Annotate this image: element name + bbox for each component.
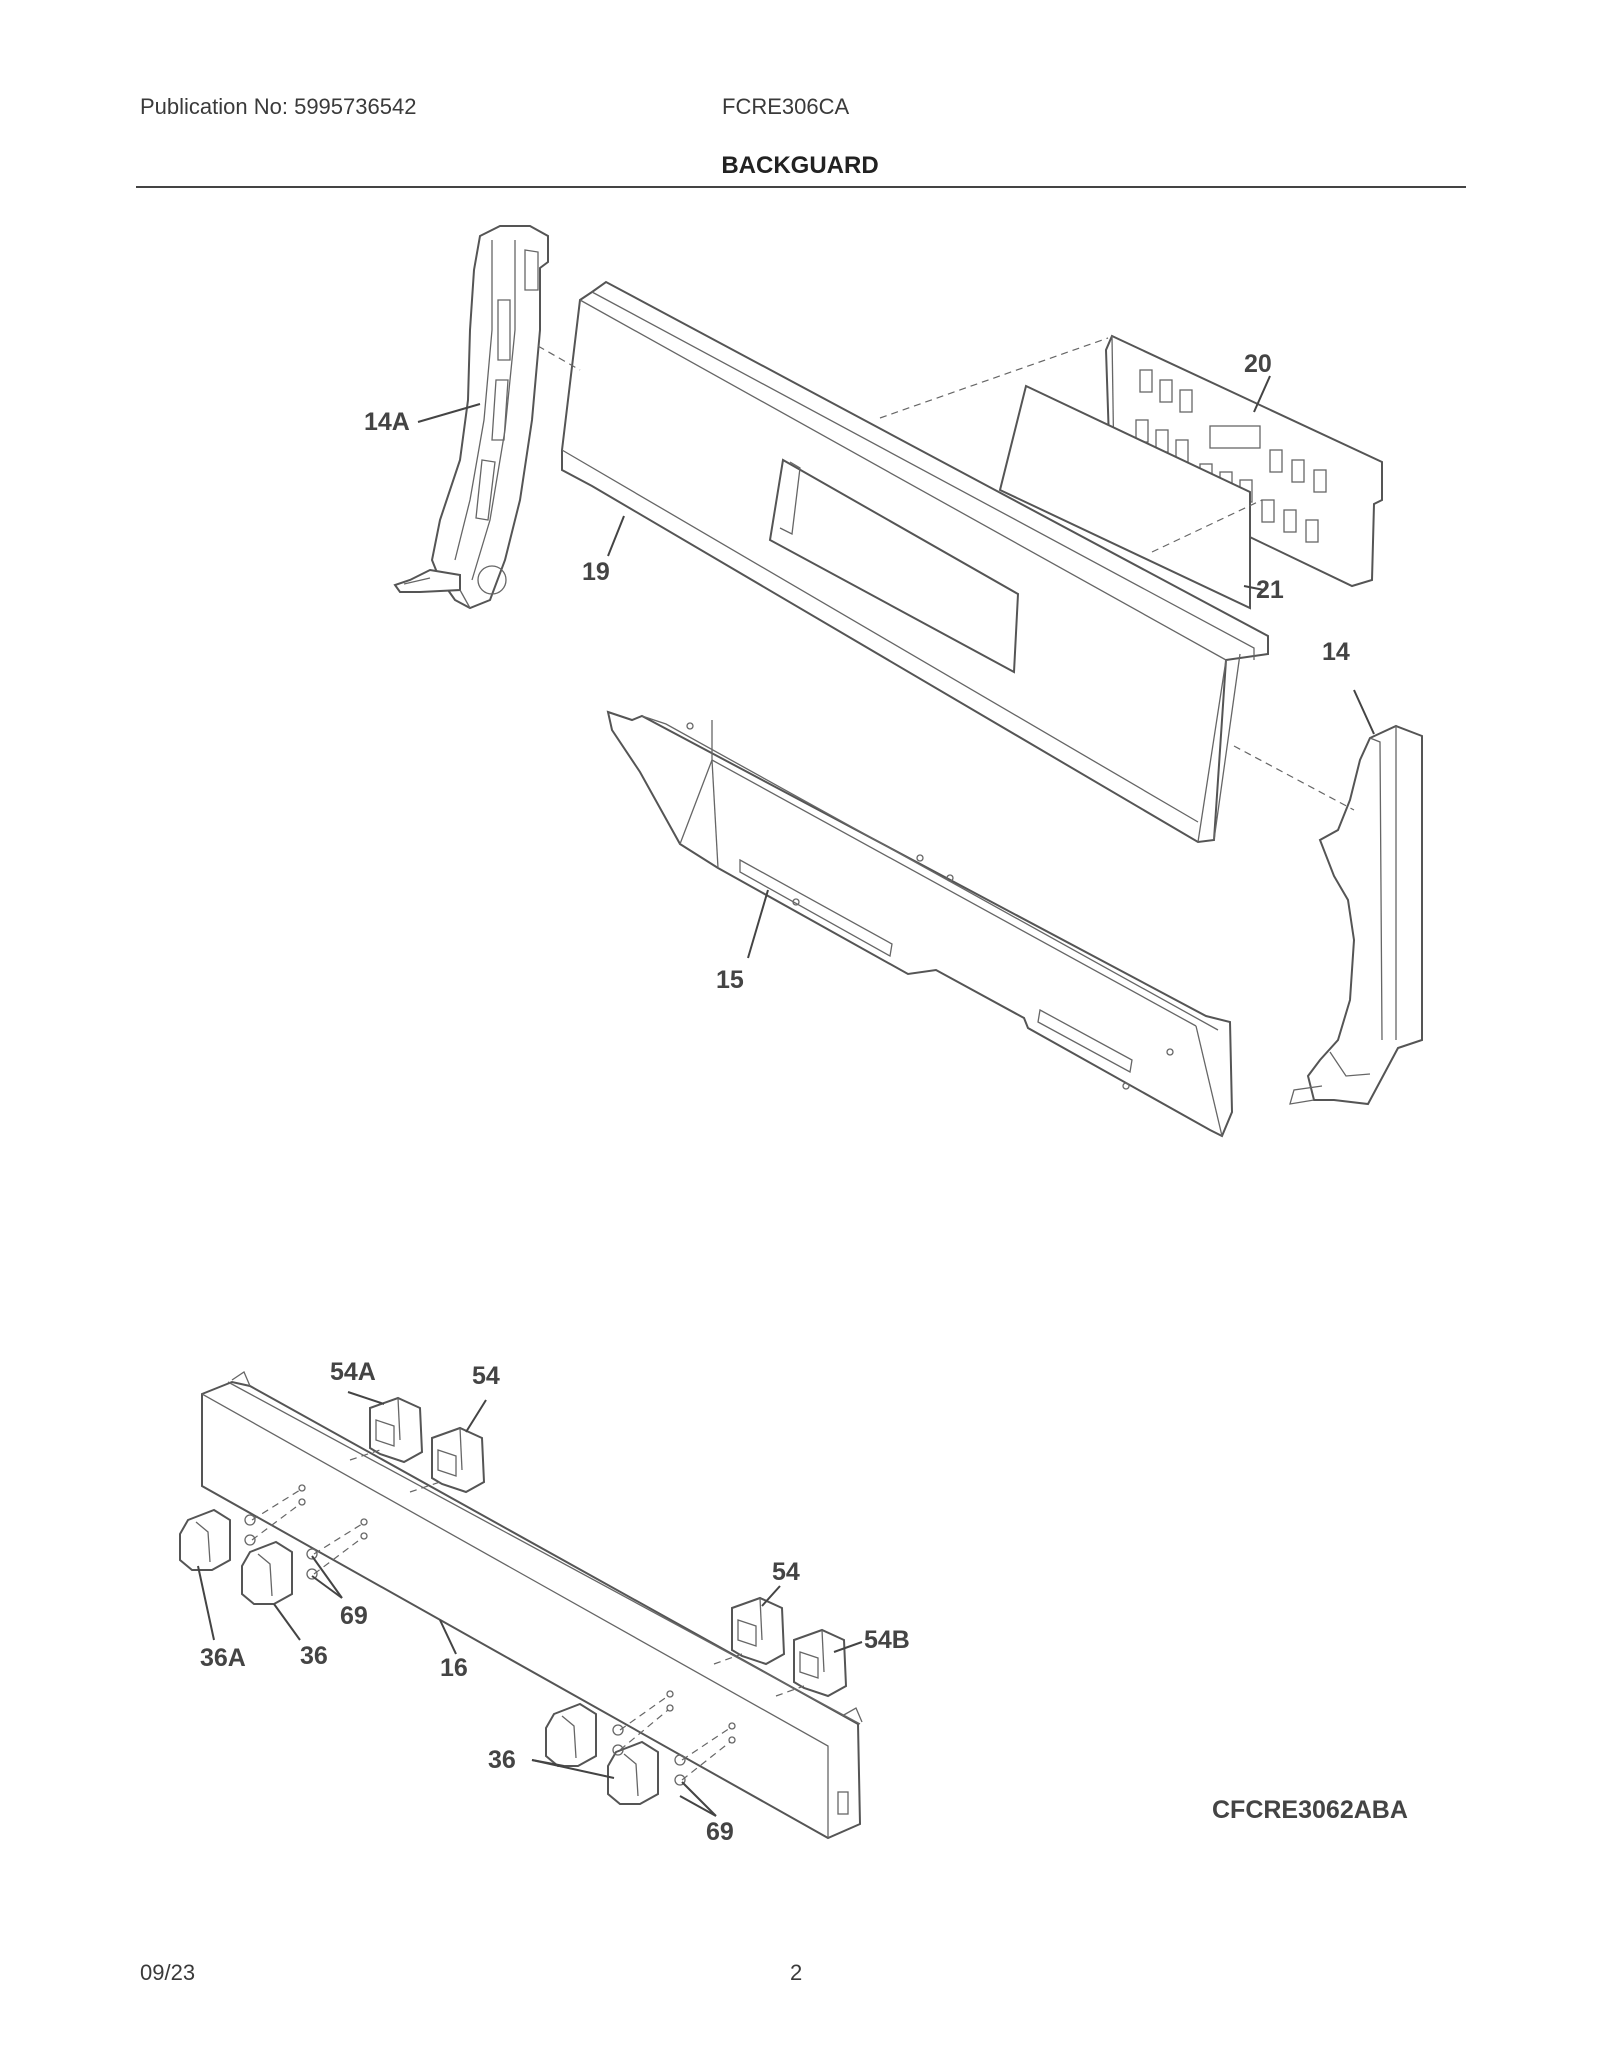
part-14a-left-bracket	[393, 225, 549, 610]
callout-69-left: 69	[340, 1602, 368, 1630]
knob-36-bottom-a	[545, 1702, 597, 1767]
assembly-lines-upper	[537, 337, 1355, 811]
knob-36-left	[241, 1540, 293, 1605]
page-number: 2	[790, 1960, 803, 1985]
callout-54b: 54B	[864, 1626, 910, 1654]
clips-69	[244, 1484, 736, 1786]
callout-54a: 54A	[330, 1358, 376, 1386]
callout-19: 19	[582, 558, 610, 586]
callout-54-mid: 54	[772, 1558, 800, 1586]
part-19-backguard-panel	[561, 280, 1269, 844]
knob-36-bottom-b	[607, 1740, 659, 1805]
callout-69-right: 69	[706, 1818, 734, 1846]
switch-54b	[793, 1628, 848, 1698]
part-20-control-board	[1104, 334, 1383, 588]
callout-21: 21	[1256, 576, 1284, 604]
part-14-right-bracket	[1289, 724, 1423, 1106]
switch-54-top	[431, 1426, 486, 1494]
part-15-support-panel	[606, 710, 1234, 1138]
page-title: BACKGUARD	[721, 152, 879, 179]
assembly-lines-lower	[251, 1449, 805, 1781]
model-number: FCRE306CA	[722, 94, 850, 119]
knob-36a	[179, 1508, 231, 1571]
part-16-control-panel	[201, 1371, 863, 1840]
callout-14a: 14A	[364, 408, 410, 436]
header-divider	[136, 186, 1466, 188]
leader-lines	[197, 375, 1375, 1817]
callout-36-left: 36	[300, 1642, 328, 1670]
callout-14: 14	[1322, 638, 1350, 666]
callout-36-bottom: 36	[488, 1746, 516, 1774]
callout-15: 15	[716, 966, 744, 994]
diagram-code: CFCRE3062ABA	[1212, 1796, 1408, 1824]
publication-number: Publication No: 5995736542	[140, 94, 417, 119]
callout-54-top: 54	[472, 1362, 500, 1390]
part-21-overlay	[998, 384, 1251, 610]
switch-54a	[369, 1396, 424, 1464]
callout-20: 20	[1244, 350, 1272, 378]
footer-date: 09/23	[140, 1960, 196, 1985]
callout-36a: 36A	[200, 1644, 246, 1672]
callout-16: 16	[440, 1654, 468, 1682]
switch-54-mid	[731, 1596, 786, 1666]
